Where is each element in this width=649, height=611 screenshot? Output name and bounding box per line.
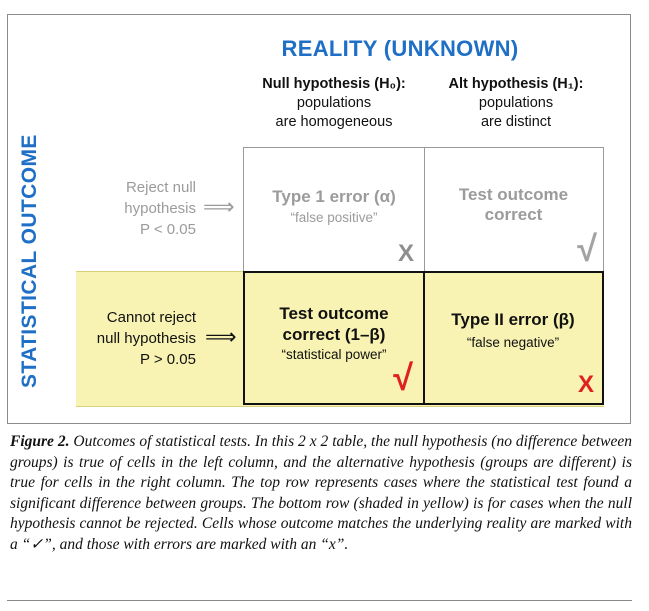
cell-statistical-power: Test outcome correct (1–β) “statistical … [243,271,425,405]
column-header-null-line2: populations [296,95,372,111]
column-header-null-line3: are homogeneous [275,114,393,130]
check-mark-icon: √ [393,357,413,398]
cell-statistical-power-title-line2: correct (1–β) [282,325,386,344]
cell-type1-error-subtitle: “false positive” [290,210,378,225]
cell-correct-reject: Test outcome correct √ [424,147,604,272]
cell-correct-reject-title-line1: Test outcome [458,185,569,204]
column-header-alt-line2: populations [478,95,554,111]
figure-caption-label: Figure 2. [10,433,70,450]
row-label-reject-line2: hypothesis [124,200,196,217]
implies-arrow-icon: ⟹ [203,194,235,219]
cannot-reject-row-shading [76,271,604,407]
cell-statistical-power-subtitle: “statistical power” [281,347,387,362]
bottom-divider [7,600,632,601]
figure-caption-text: Outcomes of statistical tests. In this 2… [10,433,632,553]
cell-type2-error: Type II error (β) “false negative” X [424,271,604,405]
cell-type2-error-title: Type II error (β) [451,310,575,329]
implies-arrow-icon: ⟹ [205,324,237,349]
check-mark-icon: √ [577,228,597,269]
cell-statistical-power-title-line1: Test outcome [279,304,389,323]
cell-type2-error-subtitle: “false negative” [466,335,560,350]
column-header-null-line1: Null hypothesis (H₀): [262,76,406,92]
row-label-reject: Reject null hypothesis P < 0.05 [70,177,230,240]
row-label-cannot-reject-line3: P > 0.05 [139,351,196,368]
row-label-cannot-reject-line1: Cannot reject [106,309,196,326]
figure-title: REALITY (UNKNOWN) [281,36,519,61]
cell-type1-error-title: Type 1 error (α) [272,187,396,206]
row-label-reject-line1: Reject null [125,179,196,196]
column-header-alt: Alt hypothesis (H₁): populations are dis… [426,75,606,132]
cell-correct-reject-title-line2: correct [484,205,543,224]
side-axis-label: STATISTICAL OUTCOME [18,134,41,388]
figure-caption: Figure 2. Outcomes of statistical tests.… [10,432,632,556]
row-label-cannot-reject: Cannot reject null hypothesis P > 0.05 [70,307,230,370]
row-label-reject-line3: P < 0.05 [139,221,196,238]
column-header-null: Null hypothesis (H₀): populations are ho… [244,75,424,132]
x-mark-icon: X [397,240,414,267]
column-header-alt-line3: are distinct [480,114,552,130]
cell-type1-error: Type 1 error (α) “false positive” X [243,147,425,272]
column-header-alt-line1: Alt hypothesis (H₁): [448,76,584,92]
x-mark-icon: X [577,371,594,398]
row-label-cannot-reject-line2: null hypothesis [96,330,196,347]
